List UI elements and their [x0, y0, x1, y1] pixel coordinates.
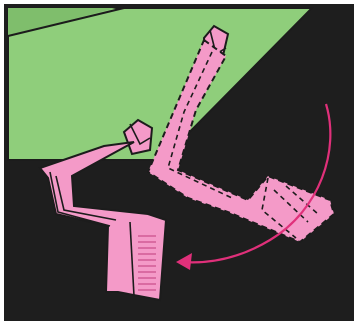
locked-mounting-clip [38, 141, 168, 302]
panel-edge-line [7, 7, 125, 37]
hinged-clip-outline [146, 38, 336, 244]
arrowhead-icon [176, 253, 192, 270]
lower-catch [122, 118, 154, 156]
rotation-arrow [176, 103, 332, 270]
grip-ridges [138, 235, 156, 291]
